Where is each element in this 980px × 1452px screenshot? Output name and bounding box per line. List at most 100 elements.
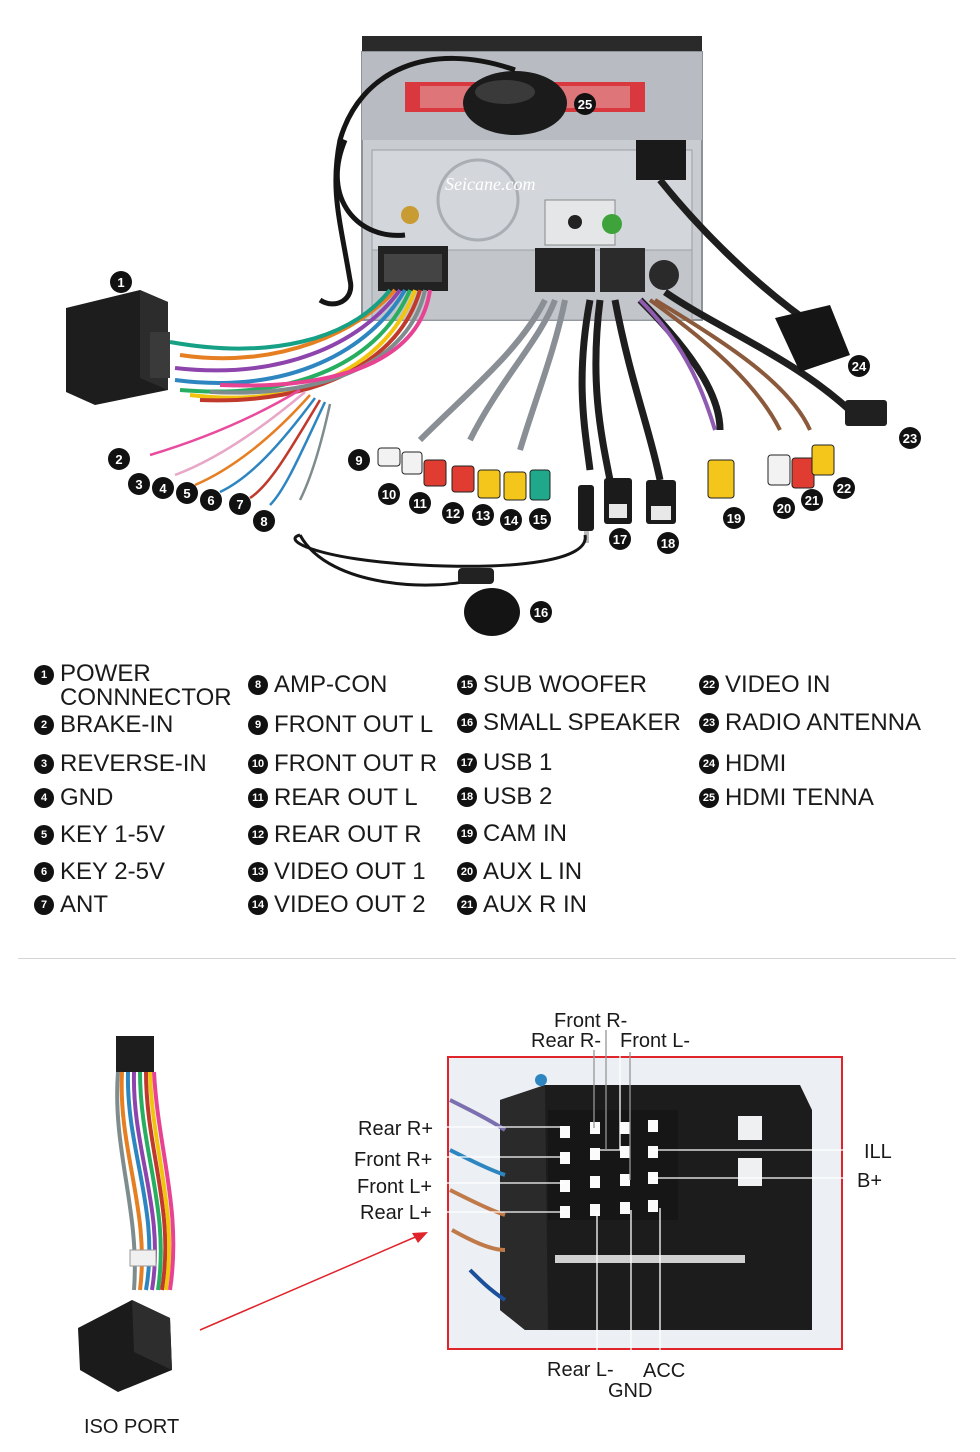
svg-text:11: 11 (413, 496, 427, 511)
legend-item-14: 14 VIDEO OUT 2 (248, 892, 426, 917)
legend-badge: 21 (457, 895, 477, 915)
svg-text:1: 1 (117, 275, 124, 290)
callout-8: 8 (253, 510, 275, 532)
legend-item-25: 25 HDMI TENNA (699, 785, 874, 810)
legend-item-12: 12 REAR OUT R (248, 822, 422, 847)
legend-item-6: 6 KEY 2-5V (34, 859, 165, 884)
legend-badge: 2 (34, 715, 54, 735)
legend-badge: 11 (248, 788, 268, 808)
callout-11: 11 (409, 492, 431, 514)
svg-text:8: 8 (260, 514, 267, 529)
pin-label-rear-r-minus: Rear R- (531, 1030, 601, 1052)
legend-badge: 22 (699, 675, 719, 695)
svg-text:15: 15 (533, 512, 547, 527)
legend-item-7: 7 ANT (34, 892, 108, 917)
legend-badge: 1 (34, 665, 54, 685)
legend-badge: 17 (457, 753, 477, 773)
callout-23: 23 (899, 427, 921, 449)
svg-text:21: 21 (805, 493, 819, 508)
legend-label: REAR OUT R (274, 821, 422, 848)
legend-badge: 8 (248, 675, 268, 695)
legend-badge: 5 (34, 825, 54, 845)
svg-text:20: 20 (777, 501, 791, 516)
svg-text:22: 22 (837, 481, 851, 496)
legend-label: KEY 1-5V (60, 821, 165, 848)
callout-6: 6 (200, 489, 222, 511)
legend-badge: 18 (457, 787, 477, 807)
svg-text:12: 12 (446, 506, 460, 521)
svg-text:2: 2 (115, 452, 122, 467)
callout-4: 4 (152, 477, 174, 499)
section-divider (18, 958, 956, 959)
legend-item-9: 9 FRONT OUT L (248, 712, 433, 737)
legend-badge: 6 (34, 862, 54, 882)
legend-label: BRAKE-IN (60, 711, 174, 738)
legend-label: GND (60, 784, 114, 811)
legend-label: HDMI (725, 750, 787, 777)
legend-label: FRONT OUT R (274, 750, 438, 777)
pin-label-front-l-plus: Front L+ (357, 1176, 432, 1198)
legend-label: USB 2 (483, 783, 553, 810)
svg-text:19: 19 (727, 511, 741, 526)
svg-text:4: 4 (159, 481, 167, 496)
pin-label-front-l-minus: Front L- (620, 1030, 690, 1052)
legend-item-11: 11 REAR OUT L (248, 785, 418, 810)
legend-badge: 3 (34, 754, 54, 774)
legend-badge: 16 (457, 713, 477, 733)
legend-label: ANT (60, 891, 108, 918)
callout-17: 17 (609, 528, 631, 550)
legend-label: AMP-CON (274, 671, 388, 698)
legend-item-17: 17 USB 1 (457, 750, 552, 775)
pointer-arrow-line (199, 1234, 421, 1331)
power-connector (66, 290, 170, 405)
legend-label: HDMI TENNA (725, 784, 874, 811)
legend-badge: 23 (699, 713, 719, 733)
svg-text:9: 9 (355, 453, 362, 468)
pin-label-rear-r-plus: Rear R+ (358, 1118, 433, 1140)
svg-text:14: 14 (504, 513, 519, 528)
pin-label-rear-l-minus: Rear L- (547, 1359, 614, 1381)
pin-label-front-r-minus: Front R- (554, 1010, 627, 1032)
callout-badges: 1 2 3 4 5 6 7 8 9 10 11 12 13 14 15 16 1… (108, 93, 921, 623)
legend-item-23: 23 RADIO ANTENNA (699, 710, 921, 735)
svg-text:3: 3 (135, 477, 142, 492)
callout-7: 7 (229, 493, 251, 515)
legend-item-13: 13 VIDEO OUT 1 (248, 859, 426, 884)
callout-15: 15 (529, 508, 551, 530)
svg-text:10: 10 (382, 487, 396, 502)
legend-badge: 4 (34, 788, 54, 808)
legend-label: RADIO ANTENNA (725, 709, 922, 736)
legend-label: AUX L IN (483, 858, 583, 885)
legend-label: SUB WOOFER (483, 671, 648, 698)
head-unit: Seicane.com (361, 36, 703, 321)
legend-label: POWER CONNNECTOR (60, 660, 232, 711)
legend-label: USB 1 (483, 749, 553, 776)
iso-port-label: ISO PORT (84, 1416, 179, 1438)
callout-13: 13 (472, 504, 494, 526)
legend-item-16: 16 SMALL SPEAKER (457, 710, 681, 735)
legend-badge: 13 (248, 862, 268, 882)
brand-watermark: Seicane.com (445, 174, 535, 194)
svg-text:23: 23 (903, 431, 917, 446)
legend-label: VIDEO IN (725, 671, 831, 698)
pin-label-ill: ILL (864, 1141, 892, 1163)
callout-18: 18 (657, 532, 679, 554)
legend-item-22: 22 VIDEO IN (699, 672, 830, 697)
legend-item-8: 8 AMP-CON (248, 672, 387, 697)
legend-badge: 12 (248, 825, 268, 845)
callout-19: 19 (723, 507, 745, 529)
legend-label: KEY 2-5V (60, 858, 165, 885)
svg-text:18: 18 (661, 536, 675, 551)
pin-label-b-plus: B+ (857, 1170, 882, 1192)
legend-item-5: 5 KEY 1-5V (34, 822, 165, 847)
callout-5: 5 (176, 482, 198, 504)
callout-16: 16 (530, 601, 552, 623)
svg-text:7: 7 (236, 497, 243, 512)
pin-label-rear-l-plus: Rear L+ (360, 1202, 432, 1224)
pointer-arrow-head (412, 1232, 428, 1243)
legend-badge: 10 (248, 754, 268, 774)
callout-20: 20 (773, 497, 795, 519)
svg-text:16: 16 (534, 605, 548, 620)
svg-text:25: 25 (578, 97, 592, 112)
pin-label-front-r-plus: Front R+ (354, 1149, 432, 1171)
